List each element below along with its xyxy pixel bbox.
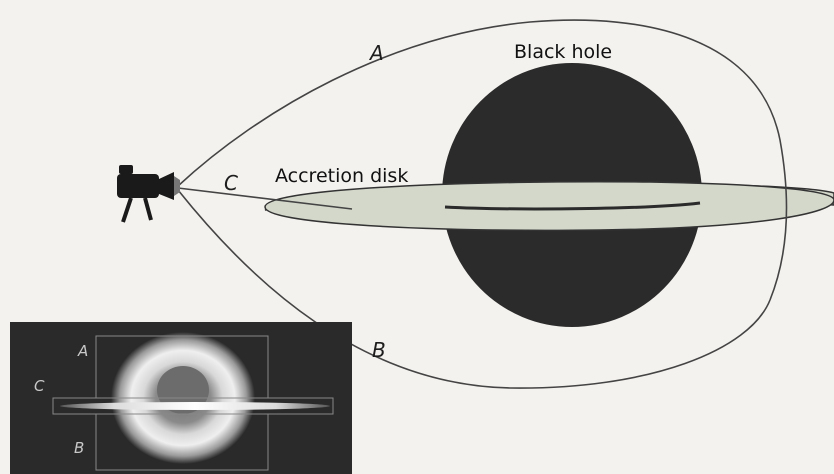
simulated-image-inset: A C B: [10, 322, 352, 474]
accretion-disk: [265, 182, 834, 231]
label-accretion-disk: Accretion disk: [275, 165, 408, 187]
inset-label-a: A: [77, 342, 88, 360]
label-path-c: C: [224, 171, 238, 195]
inset-label-b: B: [74, 439, 84, 457]
inset-label-c: C: [34, 377, 45, 395]
label-path-a: A: [368, 41, 384, 65]
camera-icon: [117, 165, 180, 222]
label-black-hole: Black hole: [514, 41, 612, 63]
inset-disk: [60, 402, 330, 410]
label-path-b: B: [372, 338, 386, 362]
